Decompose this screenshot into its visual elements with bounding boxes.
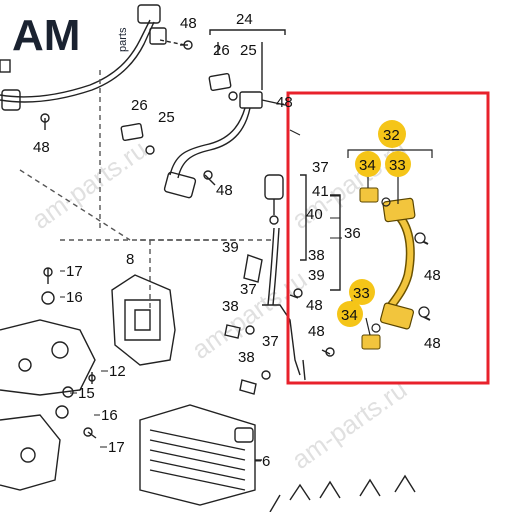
background-linework bbox=[0, 4, 416, 512]
callout-bg-34b bbox=[337, 301, 363, 327]
bolt-48-lower bbox=[418, 306, 430, 318]
label-40: 40 bbox=[306, 206, 323, 223]
highlight-frame bbox=[286, 91, 490, 385]
label-17: 17 bbox=[108, 439, 125, 456]
callout-bg-34a bbox=[355, 151, 381, 177]
bolt-48-upper bbox=[414, 232, 426, 244]
callout-bg-32 bbox=[378, 120, 406, 148]
lower-seal-ring bbox=[371, 323, 381, 333]
label-25: 25 bbox=[240, 42, 257, 59]
callout-bg-33a bbox=[385, 151, 411, 177]
label-37: 37 bbox=[240, 281, 257, 298]
label-48: 48 bbox=[306, 297, 323, 314]
label-36: 36 bbox=[344, 225, 361, 242]
upper-pipe-fitting bbox=[382, 197, 416, 223]
highlighted-pipe-assembly bbox=[289, 129, 433, 350]
label-48: 48 bbox=[308, 323, 325, 340]
label-26: 26 bbox=[131, 97, 148, 114]
label-33: 33 bbox=[389, 157, 406, 174]
label-24: 24 bbox=[236, 11, 253, 28]
label-15: 15 bbox=[78, 385, 95, 402]
label-48: 48 bbox=[424, 267, 441, 284]
label-38: 38 bbox=[238, 349, 255, 366]
label-34: 34 bbox=[341, 307, 358, 324]
label-25: 25 bbox=[158, 109, 175, 126]
label-17: 17 bbox=[66, 263, 83, 280]
label-48: 48 bbox=[276, 94, 293, 111]
label-39: 39 bbox=[308, 267, 325, 284]
callout-bg-33b bbox=[349, 279, 375, 305]
brand-logo: AM parts bbox=[12, 11, 129, 60]
lower-pipe-fitting bbox=[379, 302, 415, 330]
label-8: 8 bbox=[126, 251, 134, 268]
lower-clip bbox=[361, 334, 381, 350]
upper-seal-ring bbox=[381, 197, 391, 207]
label-37: 37 bbox=[262, 333, 279, 350]
label-16: 16 bbox=[66, 289, 83, 306]
upper-clip bbox=[359, 187, 379, 203]
callout-labels: 48 24 26 25 48 48 26 25 48 8 17 16 12 15… bbox=[33, 11, 441, 470]
watermark-3: am-parts.ru bbox=[286, 374, 412, 475]
label-38: 38 bbox=[222, 298, 239, 315]
yellow-pipe bbox=[385, 212, 414, 313]
label-48: 48 bbox=[424, 335, 441, 352]
label-41: 41 bbox=[312, 183, 329, 200]
label-48: 48 bbox=[180, 15, 197, 32]
label-32: 32 bbox=[383, 127, 400, 144]
label-48: 48 bbox=[216, 182, 233, 199]
label-39: 39 bbox=[222, 239, 239, 256]
label-16: 16 bbox=[101, 407, 118, 424]
label-34: 34 bbox=[359, 157, 376, 174]
logo-text: AM bbox=[12, 11, 80, 60]
label-37: 37 bbox=[312, 159, 329, 176]
logo-suffix: parts bbox=[117, 27, 129, 52]
label-33: 33 bbox=[353, 285, 370, 302]
label-38: 38 bbox=[308, 247, 325, 264]
label-48: 48 bbox=[33, 139, 50, 156]
label-26: 26 bbox=[213, 42, 230, 59]
label-12: 12 bbox=[109, 363, 126, 380]
highlight-callouts bbox=[337, 120, 411, 327]
label-6: 6 bbox=[262, 453, 270, 470]
label-leaders bbox=[60, 195, 342, 462]
